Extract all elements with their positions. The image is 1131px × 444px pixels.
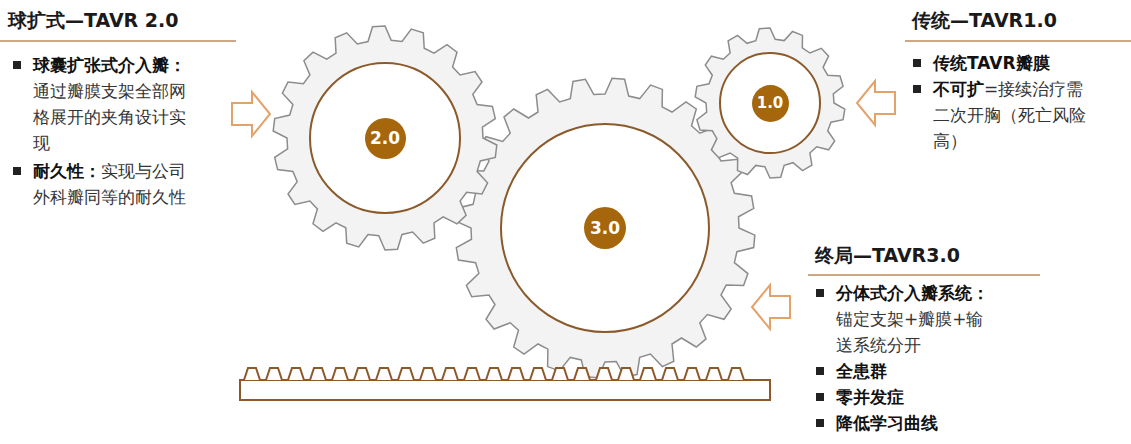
section-heading: 传统—TAVR1.0 (912, 8, 1057, 34)
bullet-item: 耐久性：实现与公司外科瓣同等的耐久性 (33, 158, 193, 210)
section-heading: 球扩式—TAVR 2.0 (8, 8, 179, 34)
gear-ring (720, 53, 820, 153)
bullet-key: 全患群 (836, 361, 887, 381)
gear-teeth (695, 28, 845, 178)
bullet-key: 传统TAVR瓣膜 (933, 53, 1050, 73)
bullet-key: 零并发症 (836, 387, 904, 407)
gear-node: 2.0 (310, 63, 460, 213)
bullet-key: 耐久性： (33, 161, 101, 181)
bullet-key: 分体式介入瓣系统： (836, 280, 996, 306)
gear-number: 3.0 (584, 207, 626, 249)
bullet-text: 通过瓣膜支架全部网格展开的夹角设计实现 (33, 81, 186, 153)
gear-teeth (273, 26, 497, 250)
gear-number: 1.0 (752, 85, 789, 122)
section-heading: 终局—TAVR3.0 (815, 243, 960, 269)
gear-ring (310, 63, 460, 213)
rack-teeth (244, 368, 750, 380)
bullet-key: 降低学习曲线 (836, 413, 938, 433)
gear-number: 2.0 (365, 118, 406, 159)
bullet-key: 不可扩 (933, 79, 984, 99)
block-arrow (857, 81, 895, 125)
bullet-item: 零并发症 (836, 384, 996, 410)
heading-rule (808, 274, 1040, 276)
bullet-item: 分体式介入瓣系统： 锚定支架+瓣膜+输送系统分开 (836, 280, 996, 358)
bullet-item: 降低学习曲线 (836, 410, 996, 436)
bullet-item: 传统TAVR瓣膜 (933, 50, 1093, 76)
block-arrow (752, 285, 790, 329)
gear-ring (501, 124, 709, 332)
bullet-item: 球囊扩张式介入瓣： 通过瓣膜支架全部网格展开的夹角设计实现 (33, 52, 193, 156)
gear-node: 1.0 (720, 53, 820, 153)
gear-rack (240, 380, 770, 400)
bullet-item: 不可扩=接续治疗需二次开胸（死亡风险高） (933, 76, 1093, 154)
bullet-item: 全患群 (836, 358, 996, 384)
heading-rule (905, 40, 1131, 42)
heading-rule (0, 40, 236, 42)
bullet-text: 锚定支架+瓣膜+输送系统分开 (836, 309, 984, 355)
bullet-key: 球囊扩张式介入瓣： (33, 52, 193, 78)
block-arrow (232, 92, 270, 136)
gear-node: 3.0 (501, 124, 709, 332)
